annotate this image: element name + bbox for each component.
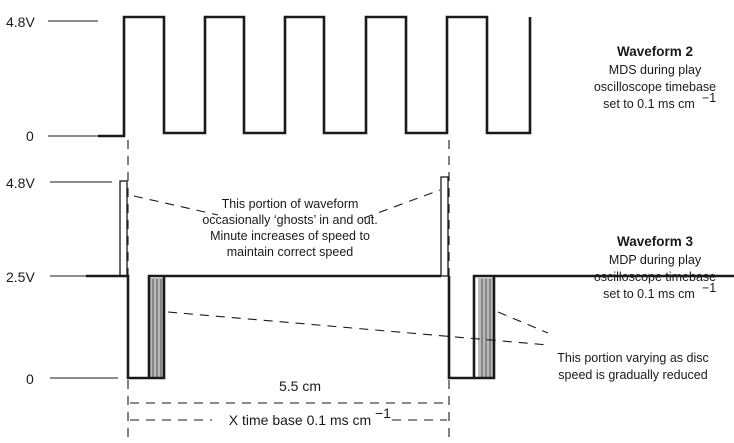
wf2-line2: oscilloscope timebase (594, 80, 716, 94)
ghost-note-line4: maintain correct speed (227, 245, 354, 259)
wf2-line1: MDS during play (609, 63, 702, 77)
wf2-level-high-label: 4.8V (6, 14, 35, 30)
period-length-label: 5.5 cm (279, 378, 321, 394)
wf3-line3-sup: −1 (702, 281, 716, 295)
wf3-line2: oscilloscope timebase (594, 270, 716, 284)
varying-note-line2: speed is gradually reduced (558, 368, 707, 382)
wf2-line3: set to 0.1 ms cm (603, 97, 695, 111)
timebase-label: X time base 0.1 ms cm (229, 412, 371, 428)
waveform2-square-wave (98, 15, 532, 138)
wf2-title: Waveform 2 (617, 44, 693, 59)
ghost-note-line2: occasionally ‘ghosts’ in and out. (202, 213, 377, 227)
wf2-line3-sup: −1 (702, 91, 716, 105)
ghost-spike-right (440, 176, 449, 277)
ghost-note-line3: Minute increases of speed to (210, 229, 370, 243)
timebase-sup: −1 (375, 405, 391, 421)
wf3-line1: MDP during play (609, 253, 702, 267)
wf3-title: Waveform 3 (617, 234, 694, 249)
varying-note-line1: This portion varying as disc (557, 351, 708, 365)
ghost-note-line1: This portion of waveform (222, 197, 359, 211)
wf2-level-low-label: 0 (26, 128, 34, 144)
wf3-line3: set to 0.1 ms cm (603, 287, 695, 301)
ghost-spike-left (119, 180, 128, 277)
ghost-pointer-left (133, 195, 219, 216)
ghost-pointer-right (363, 189, 441, 219)
wf3-level-mid-label: 2.5V (6, 269, 35, 285)
waveform3-signal (86, 274, 734, 380)
wf3-level-low-label: 0 (26, 371, 34, 387)
wf3-level-high-label: 4.8V (6, 175, 35, 191)
varying-pointer-right (497, 311, 549, 334)
